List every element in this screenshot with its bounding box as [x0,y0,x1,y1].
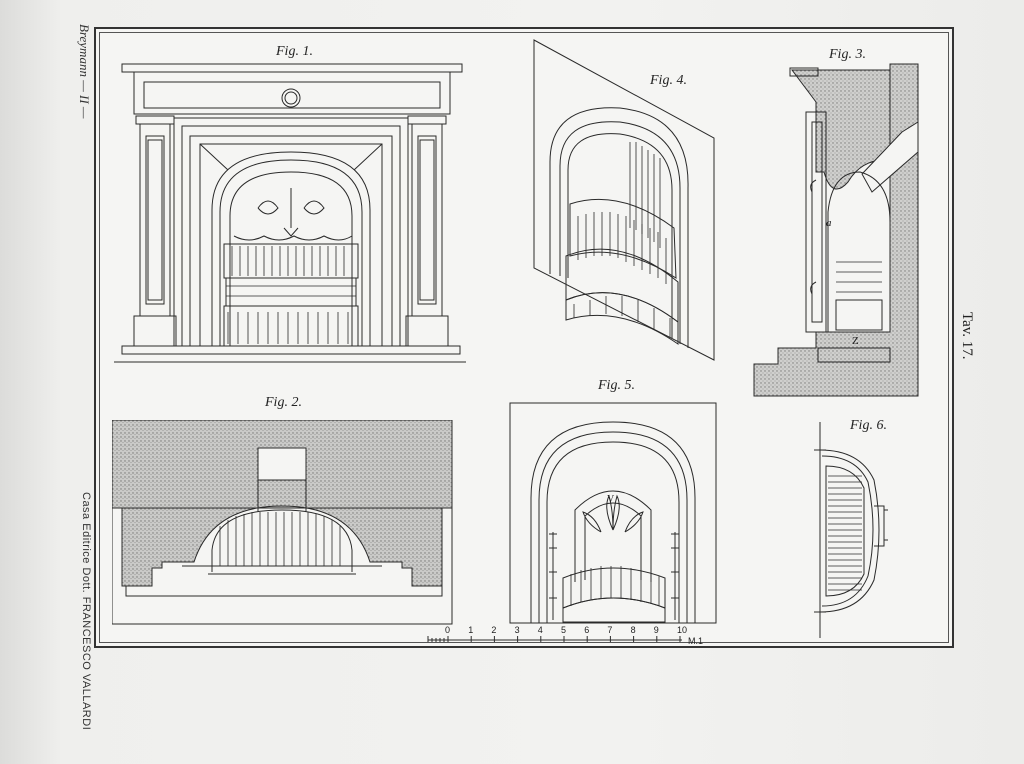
scale-tick-label: 0 [445,625,451,635]
fig2-plan-section [112,420,453,625]
scale-tick-label: 10 [677,625,688,635]
scale-bar [427,636,682,642]
fig5-letter-v: V [607,494,615,505]
author-margin-note: Breymann — II — [77,24,92,119]
plate-inner-border [99,32,949,643]
scale-unit: M.1 [688,636,704,646]
plate-number: Tav. 17. [959,312,975,360]
scale-tick-label: 3 [514,625,520,635]
scale-tick-label: 5 [561,625,567,635]
scale-tick-label: 1 [468,625,474,635]
fig3-letter-a: a [826,217,832,229]
scale-tick-label: 4 [537,625,543,635]
fig6-label: Fig. 6. [850,418,887,433]
fig5-arched-grate: V [509,402,717,624]
fig6-grate-plan [814,422,888,638]
fig2-label: Fig. 2. [265,395,302,410]
engraving-plate [94,27,954,648]
scale-tick-label: 9 [653,625,659,635]
fig1-label: Fig. 1. [276,44,313,59]
scale-tick-label: 6 [584,625,590,635]
fig5-label: Fig. 5. [598,378,635,393]
fig3-letter-z: Z [852,335,859,347]
fig1-fireplace-elevation [114,63,466,363]
fig3-section: a Z [753,63,919,397]
publisher-imprint: Casa Editrice Dott. FRANCESCO VALLARDI [80,492,92,731]
scale-tick-label: 2 [491,625,497,635]
scale-tick-label: 8 [630,625,636,635]
fig4-label: Fig. 4. [650,73,687,88]
fig3-label: Fig. 3. [829,47,866,62]
scale-tick-label: 7 [607,625,613,635]
fig4-grate-perspective [533,39,715,361]
